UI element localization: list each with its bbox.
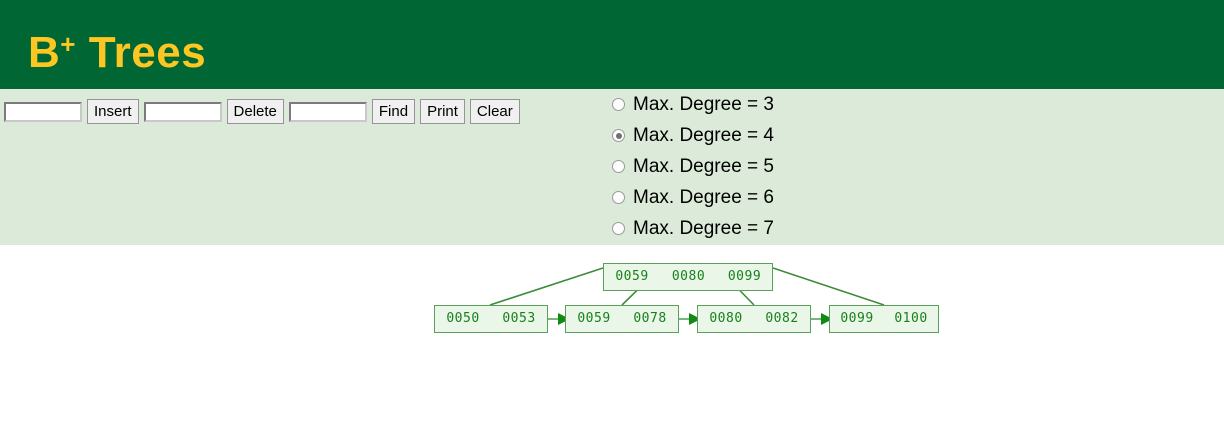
find-value-input[interactable]	[288, 101, 367, 122]
btree-key-cell: 0050	[446, 311, 480, 326]
edge-root-to-leaf-4	[769, 266, 885, 306]
radio-option-degree-5[interactable]: Max. Degree = 5	[612, 151, 774, 182]
radio-label-degree-7[interactable]: Max. Degree = 7	[633, 217, 774, 239]
toolbar: Insert Delete Find Print Clear	[4, 99, 520, 124]
radio-icon-degree-3[interactable]	[612, 98, 625, 111]
find-button[interactable]: Find	[371, 99, 416, 124]
page-title: B+ Trees	[28, 18, 206, 79]
radio-label-degree-3[interactable]: Max. Degree = 3	[633, 93, 774, 115]
radio-option-degree-3[interactable]: Max. Degree = 3	[612, 89, 774, 120]
clear-button[interactable]: Clear	[469, 99, 520, 124]
btree-key-cell: 0053	[502, 311, 536, 326]
max-degree-radio-group: Max. Degree = 3 Max. Degree = 4 Max. Deg…	[612, 89, 774, 244]
btree-key-cell: 0099	[840, 311, 874, 326]
control-panel: Insert Delete Find Print Clear Max. Degr…	[0, 89, 1224, 245]
btree-key-cell: 0059	[577, 311, 611, 326]
page-title-superscript-plus: +	[60, 29, 76, 59]
delete-button[interactable]: Delete	[226, 99, 284, 124]
delete-value-input[interactable]	[143, 101, 222, 122]
edge-root-to-leaf-1	[489, 266, 607, 306]
btree-key-cell: 0078	[633, 311, 667, 326]
btree-key-cell: 0099	[727, 269, 762, 284]
radio-label-degree-4[interactable]: Max. Degree = 4	[633, 124, 774, 146]
radio-icon-degree-7[interactable]	[612, 222, 625, 235]
btree-key-cell: 0100	[894, 311, 928, 326]
insert-value-input[interactable]	[4, 101, 82, 122]
radio-icon-degree-6[interactable]	[612, 191, 625, 204]
btree-node-leaf-3[interactable]: 0080 0082	[697, 305, 811, 333]
radio-option-degree-7[interactable]: Max. Degree = 7	[612, 213, 774, 244]
page-title-rest: Trees	[75, 28, 207, 77]
radio-icon-degree-4[interactable]	[612, 129, 625, 142]
radio-option-degree-6[interactable]: Max. Degree = 6	[612, 182, 774, 213]
btree-key-cell: 0082	[765, 311, 799, 326]
page-title-main: B	[28, 28, 61, 77]
btree-key-cell: 0059	[615, 269, 649, 284]
btree-node-leaf-4[interactable]: 0099 0100	[829, 305, 939, 333]
radio-icon-degree-5[interactable]	[612, 160, 625, 173]
btree-key-cell: 0080	[709, 311, 743, 326]
insert-button[interactable]: Insert	[87, 99, 139, 124]
btree-node-leaf-1[interactable]: 0050 0053	[434, 305, 548, 333]
btree-visualization-canvas[interactable]: 0059 0080 0099 0050 0053 0059 0078 0080 …	[0, 245, 1224, 437]
print-button[interactable]: Print	[420, 99, 465, 124]
btree-node-root[interactable]: 0059 0080 0099	[603, 263, 773, 291]
radio-label-degree-5[interactable]: Max. Degree = 5	[633, 155, 774, 177]
radio-option-degree-4[interactable]: Max. Degree = 4	[612, 120, 774, 151]
leaf-sibling-pointers	[548, 313, 833, 325]
btree-node-leaf-2[interactable]: 0059 0078	[565, 305, 679, 333]
radio-label-degree-6[interactable]: Max. Degree = 6	[633, 186, 774, 208]
app-header: B+ Trees	[0, 0, 1224, 89]
btree-key-cell: 0080	[671, 269, 706, 284]
